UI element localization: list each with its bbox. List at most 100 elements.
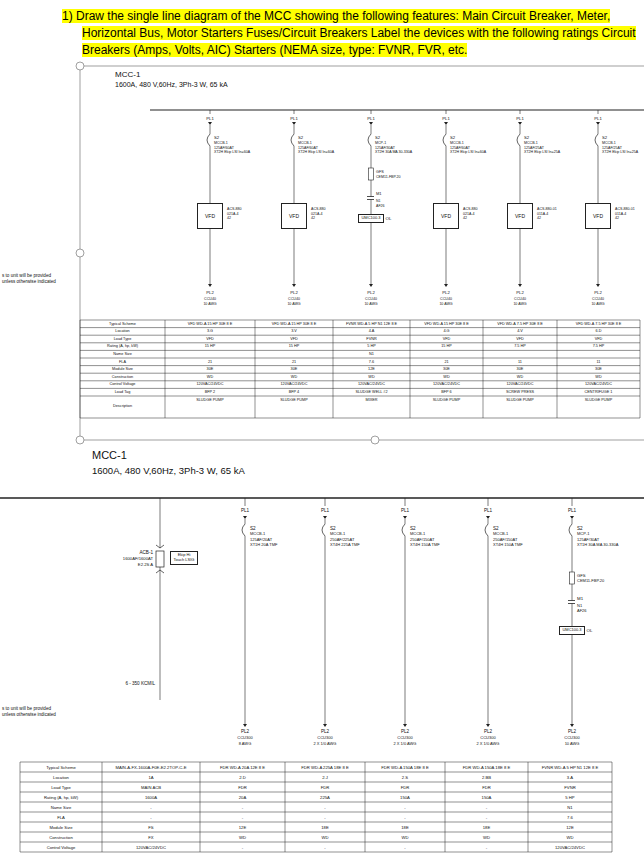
wire-line xyxy=(520,110,521,114)
breaker-symbol xyxy=(242,524,245,536)
arrow-mark xyxy=(570,516,574,519)
arrow-mark xyxy=(444,122,448,125)
table-cell: 6.D xyxy=(596,329,602,334)
table-header: Control Voltage xyxy=(110,382,136,387)
table-cell: 5 HP xyxy=(367,344,375,349)
table-cell: WD xyxy=(443,375,449,380)
pilot-tag: PL2 xyxy=(568,729,576,735)
table-rule xyxy=(483,320,484,418)
breaker-rating: XT1H 20A TMF xyxy=(250,543,278,548)
gfs-rating: CEM11-FBP.20 xyxy=(577,579,604,584)
table-cell: 15 HP xyxy=(205,344,216,349)
table-cell: FDR xyxy=(321,785,330,790)
vfd-rating: ACS-880 xyxy=(311,207,326,211)
relay-text: UMC100.3 xyxy=(358,214,383,223)
table-header: Construction xyxy=(49,835,73,840)
table-cell: FVNR WD-A 5 HP N1 12E 8 E xyxy=(542,765,598,770)
table-rule xyxy=(80,342,640,343)
table-cell: 15 HP xyxy=(441,344,452,349)
vfd-rating: 42 xyxy=(463,216,467,220)
table-header: Rating (A, hp, kW) xyxy=(44,795,78,800)
arrow-mark xyxy=(369,284,373,287)
table-rule xyxy=(20,832,612,833)
table-cell: 150A xyxy=(400,795,410,800)
table-rule xyxy=(445,762,446,852)
table-cell: 120VAC/24VDC xyxy=(433,382,460,387)
arrow-mark xyxy=(403,724,407,727)
cable-type: CCU40 xyxy=(365,297,377,301)
table-rule xyxy=(200,762,201,852)
table-cell: VFD xyxy=(595,337,603,342)
table-cell: FDR WD-A 150A 18E 8 E xyxy=(463,765,510,770)
table-cell: 120VAC/24VDC xyxy=(196,382,223,387)
table-cell: VFD WD-A 15 HP 30E 8 E xyxy=(424,322,469,327)
pilot-tag: PL2 xyxy=(594,290,601,295)
breaker-rating: MCCB-1 xyxy=(298,141,312,145)
breaker-rating: 125AF/60AT xyxy=(298,146,318,150)
wire-line xyxy=(325,519,326,524)
table-cell: 7.6 xyxy=(567,815,573,820)
vfd-rating: 021A-4 xyxy=(311,212,323,216)
table-cell: WD xyxy=(239,835,246,840)
pilot-tag: PL1 xyxy=(321,508,329,514)
breaker-rating: 250AF/150AT xyxy=(493,538,517,543)
breaker-rating: XT4H 150A TMF xyxy=(493,543,523,548)
table-cell: 20A xyxy=(239,795,246,800)
breaker-rating: MCCB-1 xyxy=(330,532,345,537)
arrow-mark xyxy=(369,122,373,125)
breaker-symbol xyxy=(517,134,520,146)
table-rule xyxy=(410,320,411,418)
pilot-tag: PL1 xyxy=(401,508,409,514)
table-cell: VFD WD-A 7.5 HP 30E 8 E xyxy=(576,322,622,327)
table-cell: VFD WD-A 15 HP 30E 8 E xyxy=(188,322,233,327)
vfd-box: VFD xyxy=(197,203,223,229)
arrow-mark xyxy=(596,122,600,125)
table-rule xyxy=(80,358,640,359)
cable-type: CCU300 xyxy=(564,736,579,741)
table-rule xyxy=(80,380,640,381)
table-cell: 11 xyxy=(597,360,601,365)
breaker-rating: MCCB-1 xyxy=(250,532,265,537)
table-cell: - xyxy=(404,805,405,810)
table-cell: 150A xyxy=(482,795,492,800)
wire-line xyxy=(245,498,246,506)
vfd-text: VFD xyxy=(515,213,525,219)
pilot-tag: PL2 xyxy=(401,729,409,735)
table-cell: FS xyxy=(148,825,153,830)
table-cell: WD xyxy=(567,835,574,840)
pilot-tag: PL1 xyxy=(484,508,492,514)
table-cell: WD xyxy=(368,375,374,380)
table-rule xyxy=(255,320,256,418)
table-cell: MAIN-A-FX-1600A-F0E-E2.2TOP-C-E xyxy=(115,765,186,770)
table-cell: CENTRIFUGE 1 xyxy=(585,390,613,395)
vfd-rating: 42 xyxy=(227,216,231,220)
table-cell: 30E xyxy=(517,367,524,372)
pilot-tag: PL2 xyxy=(484,729,492,735)
table-rule xyxy=(102,762,103,852)
wire-line xyxy=(488,519,489,524)
table-header: Typical Scheme xyxy=(109,322,136,327)
table-header: Rating (A, hp, kW) xyxy=(107,344,138,349)
overload-relay-box: UMC100.3OL xyxy=(358,214,391,223)
arrow-mark xyxy=(486,516,490,519)
table-cell: 3.G xyxy=(207,329,213,334)
nema-size: N1 xyxy=(376,199,381,203)
table-cell: 12E xyxy=(566,825,573,830)
wire-line xyxy=(405,519,406,524)
table-header: Name Size xyxy=(113,352,132,357)
pilot-tag: PL1 xyxy=(241,508,249,514)
breaker-symbol xyxy=(402,524,405,536)
breaker-rating: XT2H Ekip LSI In=60A xyxy=(298,150,334,154)
table-cell: MIXER xyxy=(365,398,377,403)
table-cell: - xyxy=(486,845,487,850)
contactor-symbol xyxy=(568,603,575,604)
pilot-tag: PL2 xyxy=(206,290,213,295)
table-rule xyxy=(80,335,640,336)
breaker-symbol xyxy=(291,134,294,146)
table-cell: 7.6 xyxy=(369,360,374,365)
cable-type: CCU300 xyxy=(397,736,412,741)
wire-line xyxy=(371,146,372,168)
wire-line xyxy=(446,125,447,134)
relay-text: UMC100.3 xyxy=(559,626,584,635)
table-rule xyxy=(20,802,612,803)
